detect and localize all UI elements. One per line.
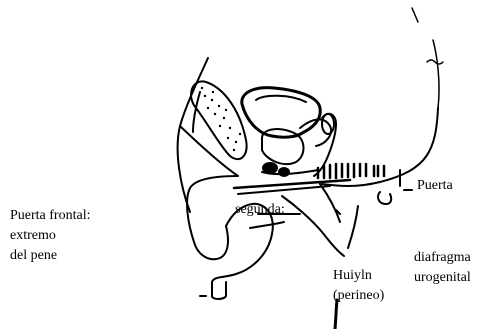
hip-bone-texture [201,87,241,151]
perineum-label: Huiyln (perineo) [333,266,384,306]
bladder-inner [256,96,306,102]
gland-dark [263,163,277,173]
top-tilde [427,60,443,64]
front-gate-line1: Puerta frontal: [10,206,90,226]
penis-tip [212,282,226,299]
diaphragm-line2: urogenital [414,268,471,288]
gate-label: Puerta [417,176,453,196]
front-gate-line3: del pene [10,246,90,266]
second-leader-2 [250,222,284,228]
back-contour-lower [433,40,439,108]
thigh-contour [180,126,238,176]
second-label-text: segunda: [235,200,285,220]
diaphragm-label: diafragma urogenital [414,248,471,288]
thigh-back [320,184,340,222]
perineum-line1: Huiyln [333,266,384,286]
top-stroke [412,8,418,22]
diaphragm-line1: diafragma [414,248,471,268]
gate-label-text: Puerta [417,176,453,196]
leg-line [348,206,358,248]
muscle-hatch [318,164,384,178]
second-label: segunda: [235,200,285,220]
front-gate-label: Puerta frontal: extremo del pene [10,206,90,266]
back-contour [322,108,438,186]
perineum-line2: (perineo) [333,286,384,306]
front-gate-line2: extremo [10,226,90,246]
perineum-leader [282,196,344,256]
gate-marker [378,192,391,204]
floor-line-1 [234,180,350,188]
